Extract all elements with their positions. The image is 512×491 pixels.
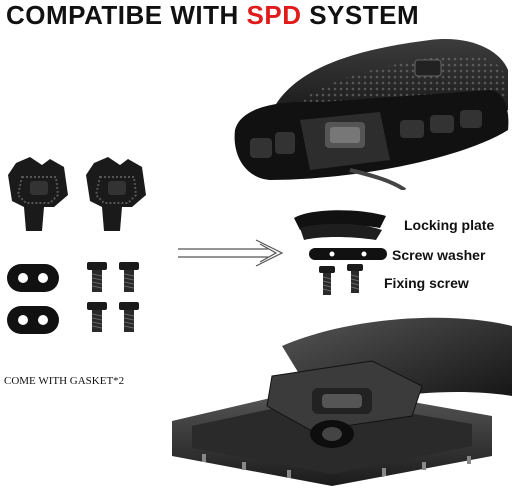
screw-1 [87, 262, 107, 292]
title-accent-spd: SPD [246, 0, 302, 30]
title-part-1: COMPATIBE WITH [6, 0, 247, 30]
screw-3 [87, 302, 107, 332]
gasket-2 [7, 306, 59, 334]
label-fixing-screw: Fixing screw [384, 275, 469, 291]
label-screw-washer: Screw washer [392, 247, 486, 263]
gasket-1 [7, 264, 59, 292]
pedal-image [172, 317, 512, 486]
fixing-screw-right-image [347, 264, 363, 293]
cleat-right [86, 157, 146, 231]
screw-2 [119, 262, 139, 292]
label-locking-plate: Locking plate [404, 217, 495, 233]
cleat-left [8, 157, 68, 231]
title-part-3: SYSTEM [301, 0, 420, 30]
gasket-note: COME WITH GASKET*2 [4, 375, 125, 387]
screw-washer-image [309, 248, 387, 260]
arrow-right-icon [178, 239, 284, 267]
locking-plate-image [294, 210, 386, 240]
screw-4 [119, 302, 139, 332]
fixing-screw-left-image [319, 266, 335, 295]
page-title: COMPATIBE WITH SPD SYSTEM [6, 0, 506, 30]
shoe-sole-image [234, 39, 509, 190]
